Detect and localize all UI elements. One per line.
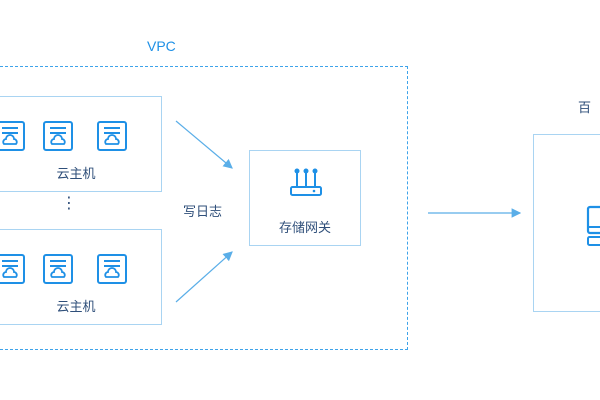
write-log-label: 写日志 [183, 205, 223, 220]
cloud-host-icon [0, 121, 25, 151]
ellipsis-vertical: ⋮ [61, 193, 77, 212]
cloud-host-label: 云主机 [56, 167, 96, 182]
right-node-label: 百 [578, 101, 592, 116]
cloud-host-icon [43, 121, 73, 151]
cloud-host-icon [43, 254, 73, 284]
vpc-container [0, 66, 408, 350]
arrow-hosts2-to-gateway [175, 251, 233, 303]
arrow-hosts1-to-gateway [175, 120, 233, 169]
storage-gateway-label: 存储网关 [278, 221, 331, 236]
right-node[interactable] [533, 134, 600, 312]
cloud-host-icon [0, 254, 25, 284]
vpc-label: VPC [147, 38, 176, 54]
cloud-host-icon [97, 121, 127, 151]
cloud-host-group-1[interactable]: 云主机 [0, 96, 162, 192]
storage-gateway-node[interactable]: 存储网关 [249, 150, 361, 246]
cloud-host-icon [97, 254, 127, 284]
monitor-icon [586, 205, 600, 246]
router-icon [290, 168, 322, 196]
cloud-host-group-2[interactable]: 云主机 [0, 229, 162, 325]
cloud-host-label: 云主机 [56, 300, 96, 315]
